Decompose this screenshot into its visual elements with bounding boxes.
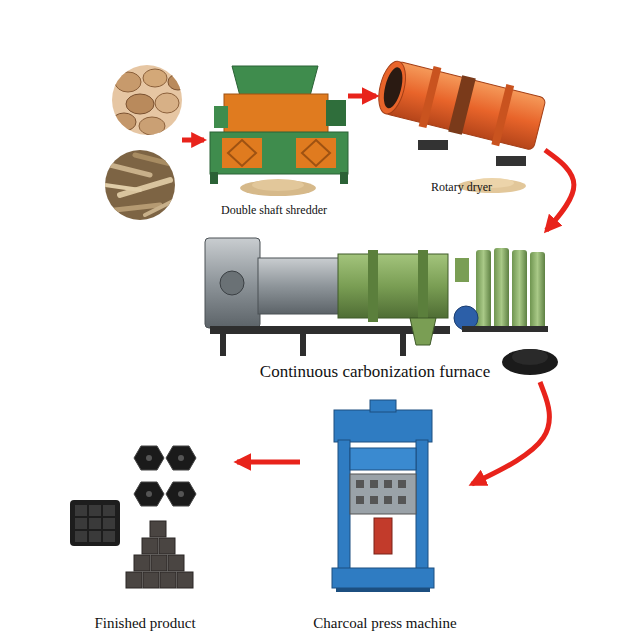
- stage-caption: Continuous carbonization furnace: [258, 362, 492, 382]
- shredder-illustration: [210, 66, 348, 196]
- stage-caption: Rotary dryer: [429, 181, 494, 195]
- press-machine-illustration: [332, 400, 434, 592]
- briquette-illustration: [70, 446, 196, 588]
- input-arrow: [182, 138, 204, 143]
- raw-material-photo: [105, 65, 188, 220]
- process-stage: Charcoal press machine: [300, 398, 470, 632]
- process-stage: Finished product: [55, 430, 235, 632]
- stage-caption: Double shaft shredder: [219, 204, 329, 218]
- flow-arrow: [472, 382, 550, 484]
- flow-arrow: [348, 94, 376, 99]
- stage-caption: Charcoal press machine: [311, 615, 458, 632]
- flow-arrow: [545, 150, 574, 230]
- rotary-dryer-illustration: [373, 55, 547, 193]
- stage-caption: Finished product: [92, 615, 197, 632]
- process-stage: Rotary dryer: [378, 35, 545, 195]
- carbonization-furnace-illustration: [205, 238, 558, 375]
- process-stage: Double shaft shredder: [200, 55, 348, 218]
- flow-arrow: [237, 460, 300, 465]
- process-stage: Continuous carbonization furnace: [195, 232, 555, 382]
